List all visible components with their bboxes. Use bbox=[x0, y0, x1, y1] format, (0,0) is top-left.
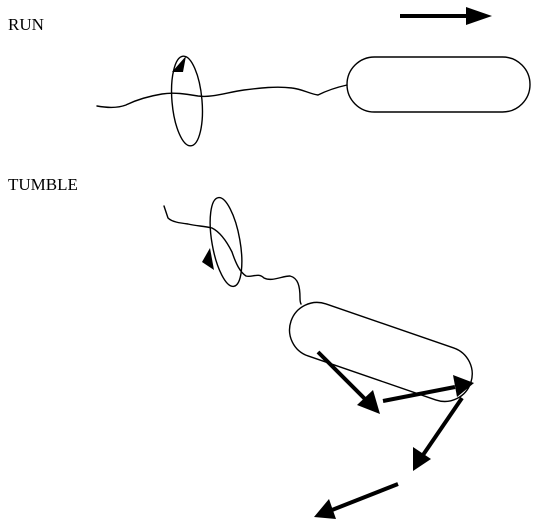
tumble-rotation-arrow-icon bbox=[202, 248, 214, 270]
tumble-arrow-1-icon bbox=[316, 350, 380, 414]
tumble-rotation-loop bbox=[209, 196, 243, 288]
tumble-arrow-3-icon bbox=[413, 396, 464, 471]
tumble-arrow-2-icon bbox=[382, 375, 474, 403]
tumble-flagellum bbox=[163, 205, 302, 305]
run-flagellum bbox=[96, 84, 348, 109]
run-rotation-loop bbox=[170, 55, 204, 147]
tumble-label: TUMBLE bbox=[8, 175, 78, 194]
tumble-arrow-4-icon bbox=[314, 482, 399, 519]
run-rotation-arrow-icon bbox=[172, 56, 186, 72]
run-label: RUN bbox=[8, 15, 44, 34]
tumble-cell-body bbox=[288, 301, 473, 403]
run-cell-body bbox=[346, 56, 531, 113]
run-direction-arrow-icon bbox=[400, 7, 492, 25]
